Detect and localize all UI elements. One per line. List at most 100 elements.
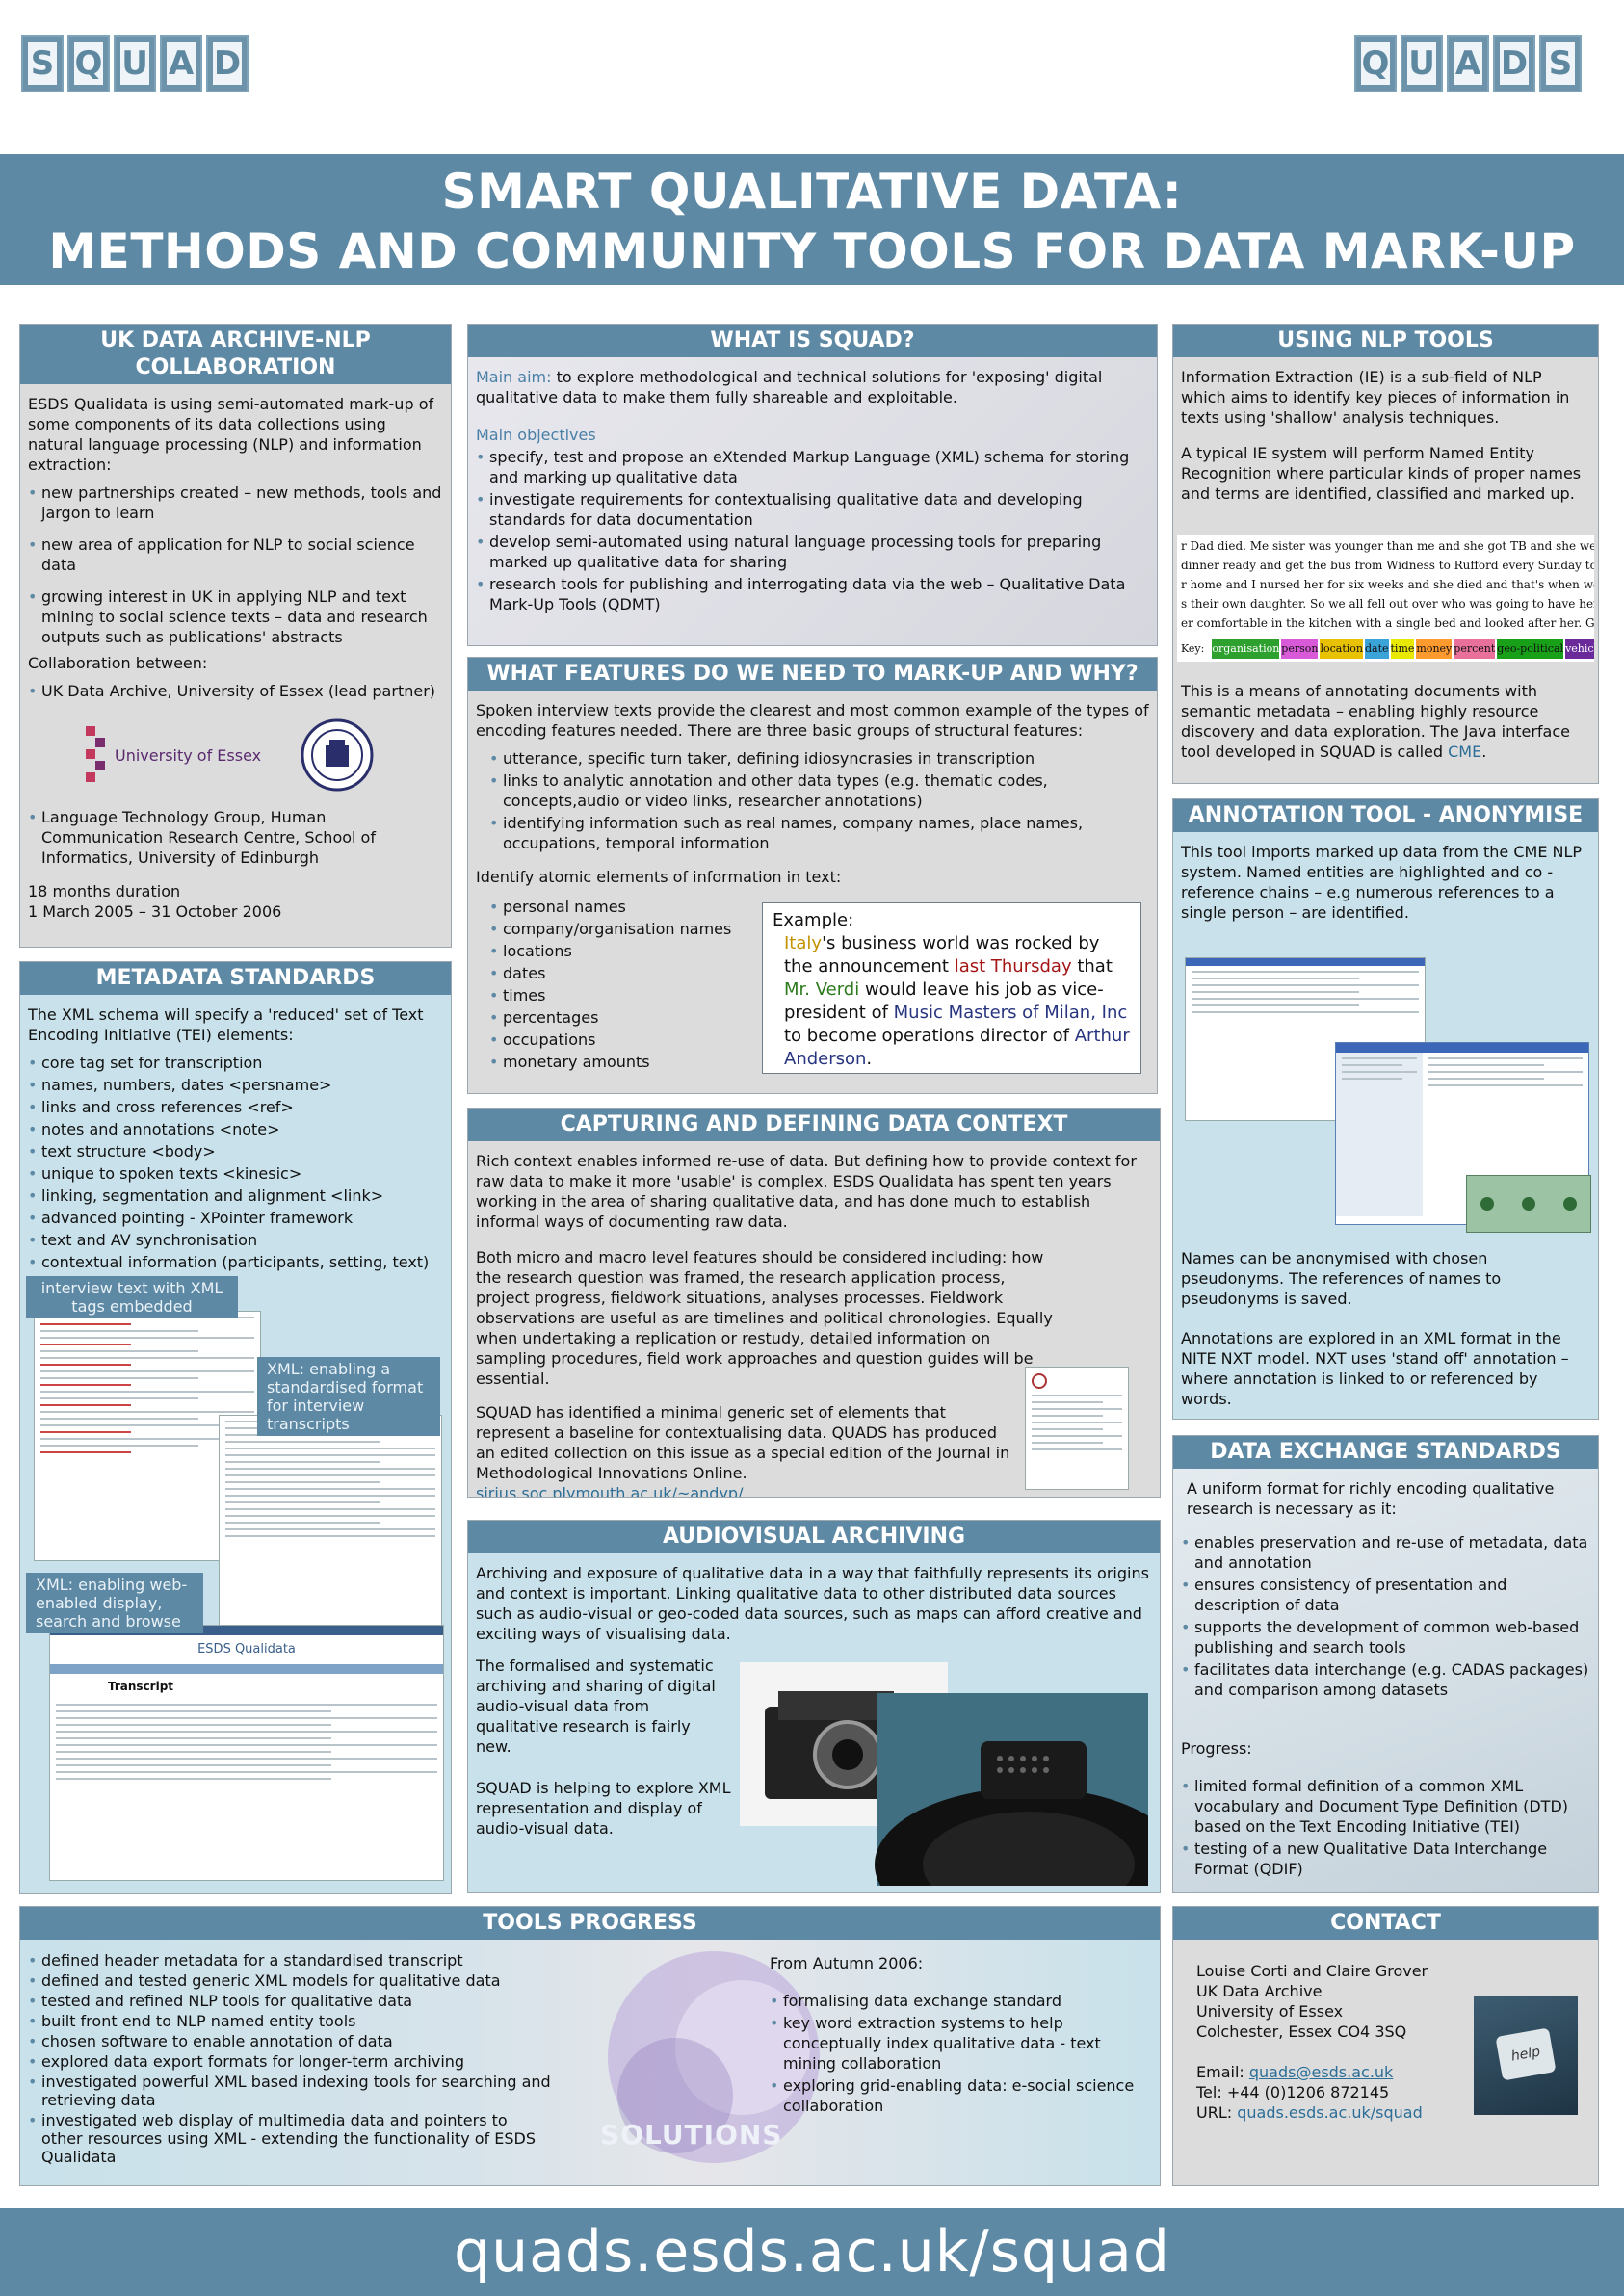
list-item: percentages [489,1007,1149,1028]
list-item: occupations [489,1030,1149,1050]
poster-title: SMART QUALITATIVE DATA: METHODS AND COMM… [0,154,1624,285]
camera-turntable-image [740,1662,1148,1886]
list-item: investigate requirements for contextuali… [476,489,1149,530]
list-item: growing interest in UK in applying NLP a… [28,587,443,647]
panel-heading: TOOLS PROGRESS [20,1907,1160,1940]
list-item: facilitates data interchange (e.g. CADAS… [1181,1659,1590,1700]
objectives-label: Main objectives [476,426,596,444]
list-item: specify, test and propose an eXtended Ma… [476,447,1149,487]
title-line-1: SMART QUALITATIVE DATA: [441,164,1183,220]
list-item: limited formal definition of a common XM… [1181,1776,1590,1837]
url-link[interactable]: quads.esds.ac.uk/squad [1237,2103,1423,2122]
anonymise-tool-screenshot [1185,957,1591,1237]
list-item: links and cross references <ref> [28,1097,443,1117]
metadata-intro: The XML schema will specify a 'reduced' … [28,1005,424,1044]
list-item: testing of a new Qualitative Data Interc… [1181,1839,1590,1879]
list-item: Language Technology Group, Human Communi… [28,807,443,868]
contact-org: UK Data Archive [1196,1982,1323,2000]
journal-thumbnail [1025,1367,1129,1490]
anonymise-panel: ANNOTATION TOOL - ANONYMISE This tool im… [1172,798,1599,1420]
context-panel: CAPTURING AND DEFINING DATA CONTEXT Rich… [467,1108,1161,1498]
future-label: From Autumn 2006: [770,1954,924,1972]
list-item: unique to spoken texts <kinesic> [28,1163,443,1184]
uk-bullet-list: new partnerships created – new methods, … [28,483,443,647]
list-item: locations [489,941,1149,961]
exchange-list: enables preservation and re-use of metad… [1181,1532,1590,1700]
features-groups: utterance, specific turn taker, defining… [489,748,1149,853]
help-key-icon: help [1495,2027,1557,2081]
contact-uni: University of Essex [1196,2002,1344,2021]
list-item: key word extraction systems to help conc… [770,2013,1139,2074]
tools-progress-panel: TOOLS PROGRESS SOLUTIONS defined header … [19,1906,1161,2186]
tools-done-list: defined header metadata for a standardis… [28,1951,552,2166]
transcript-screenshot [219,1415,442,1627]
contact-tel: Tel: +44 (0)1206 872145 [1196,2083,1390,2101]
panel-heading: ANNOTATION TOOL - ANONYMISE [1173,799,1598,832]
list-item: defined and tested generic XML models fo… [28,1971,552,1990]
context-p2: Both micro and macro level features shou… [476,1248,1053,1388]
cme-link[interactable]: CME [1448,743,1482,761]
atomic-elements: personal names company/organisation name… [489,897,1149,1072]
list-item: identifying information such as real nam… [489,813,1149,853]
what-is-squad-panel: WHAT IS SQUAD? Main aim: to explore meth… [467,324,1158,646]
panel-heading: WHAT IS SQUAD? [468,325,1157,357]
duration: 18 months duration [28,882,181,900]
collab-label: Collaboration between: [28,654,208,672]
context-p3: SQUAD has identified a minimal generic s… [476,1403,1010,1482]
features-panel: WHAT FEATURES DO WE NEED TO MARK-UP AND … [467,657,1158,1094]
list-item: new area of application for NLP to socia… [28,535,443,575]
progress-list: limited formal definition of a common XM… [1181,1776,1590,1879]
title-line-2: METHODS AND COMMUNITY TOOLS FOR DATA MAR… [48,223,1576,279]
example-text: Italy's business world was rocked by the… [784,933,1130,1069]
main-aim-text: to explore methodological and technical … [476,368,1103,406]
contact-address: Colchester, Essex CO4 3SQ [1196,2022,1407,2041]
squad-logo: S Q U A D [21,15,252,112]
control-icon [1521,1197,1535,1211]
edinburgh-crest-icon [301,718,374,792]
av-p1: Archiving and exposure of qualitative da… [476,1564,1149,1643]
email-link[interactable]: quads@esds.ac.uk [1248,2063,1394,2081]
example-box: Example: Italy's business world was rock… [762,902,1141,1074]
list-item: links to analytic annotation and other d… [489,770,1149,811]
help-key-image: help [1474,1996,1578,2115]
metadata-panel: METADATA STANDARDS The XML schema will s… [19,961,452,1894]
solutions-text: SOLUTIONS [600,2119,783,2151]
panel-heading: CAPTURING AND DEFINING DATA CONTEXT [468,1109,1160,1141]
context-p1: Rich context enables informed re-use of … [476,1152,1137,1231]
panel-heading: METADATA STANDARDS [20,962,451,995]
list-item: research tools for publishing and interr… [476,574,1149,614]
list-item: times [489,985,1149,1005]
list-item: notes and annotations <note> [28,1119,443,1139]
metadata-list: core tag set for transcription names, nu… [28,1053,443,1272]
features-intro: Spoken interview texts provide the clear… [476,701,1149,740]
partner-logos: University of Essex [28,709,443,801]
journal-link[interactable]: sirius.soc.plymouth.ac.uk/~andyp/. [476,1484,748,1498]
anon-p1: This tool imports marked up data from th… [1181,843,1583,922]
list-item: chosen software to enable annotation of … [28,2032,552,2050]
list-item: names, numbers, dates <persname> [28,1075,443,1095]
exchange-intro: A uniform format for richly encoding qua… [1187,1479,1555,1518]
quads-logo: Q U A D S [1354,15,1585,112]
panel-heading: USING NLP TOOLS [1173,325,1598,357]
panel-heading: UK DATA ARCHIVE-NLP COLLABORATION [20,325,451,384]
list-item: built front end to NLP named entity tool… [28,2012,552,2030]
footer-url: quads.esds.ac.uk/squad [0,2208,1624,2296]
objectives-list: specify, test and propose an eXtended Ma… [476,447,1149,614]
list-item: formalising data exchange standard [770,1991,1139,2011]
panel-heading: CONTACT [1173,1907,1598,1940]
progress-label: Progress: [1181,1739,1252,1758]
contact-panel: CONTACT Louise Corti and Claire Grover U… [1172,1906,1599,2186]
anon-p2: Names can be anonymised with chosen pseu… [1181,1249,1502,1308]
list-item: develop semi-automated using natural lan… [476,532,1149,572]
list-item: investigated powerful XML based indexing… [28,2073,552,2109]
essex-logo: University of Essex [86,726,261,784]
list-item: linking, segmentation and alignment <lin… [28,1186,443,1206]
essex-mark-icon [86,726,105,782]
journal-logo-icon [1032,1373,1047,1389]
nlp-p2: A typical IE system will perform Named E… [1181,444,1582,503]
list-item: text and AV synchronisation [28,1230,443,1250]
list-item: core tag set for transcription [28,1053,443,1073]
list-item: utterance, specific turn taker, defining… [489,748,1149,769]
list-item: investigated web display of multimedia d… [28,2111,552,2166]
main-aim-label: Main aim: [476,368,552,386]
